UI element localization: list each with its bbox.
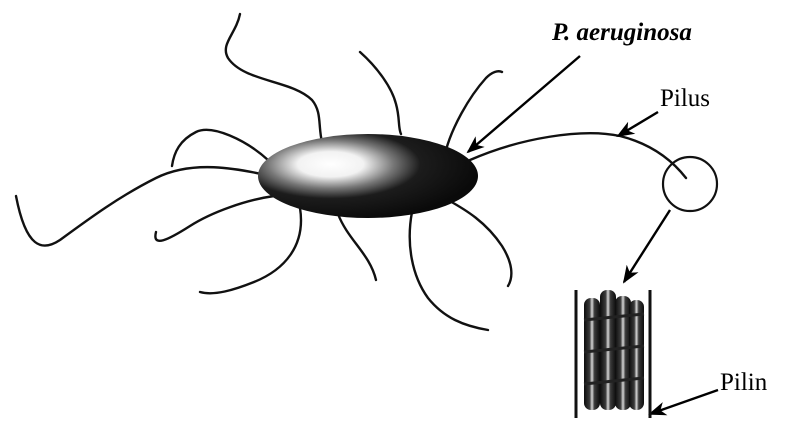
bacterium-cell-body (258, 134, 478, 218)
flagellum-left-lower (155, 196, 274, 241)
arrow-from-pilin-label (650, 390, 718, 414)
flagellum-top-center (360, 52, 401, 134)
flagellum-top-right (446, 71, 502, 150)
flagellum-bottom-right-inner (410, 212, 488, 330)
pilus-zoom-circle (663, 157, 717, 211)
pilin-rod (584, 298, 600, 410)
arrow-to-cell (468, 56, 580, 152)
arrow-to-pilin (624, 210, 670, 282)
label-species: P. aeruginosa (551, 19, 692, 46)
flagellum-bottom-right-outer (448, 200, 511, 286)
flagellum-bottom-center (338, 214, 376, 280)
label-pilin: Pilin (720, 369, 768, 396)
flagellum-left-upper (172, 130, 268, 166)
label-pilus: Pilus (660, 85, 710, 112)
arrow-to-pilus (618, 112, 658, 136)
flagellum-top-left (226, 14, 322, 142)
flagellum-bottom-left (200, 208, 301, 293)
pilin-rod (615, 296, 631, 410)
pilin-bundle (576, 290, 650, 418)
pilus-filament (470, 133, 686, 178)
